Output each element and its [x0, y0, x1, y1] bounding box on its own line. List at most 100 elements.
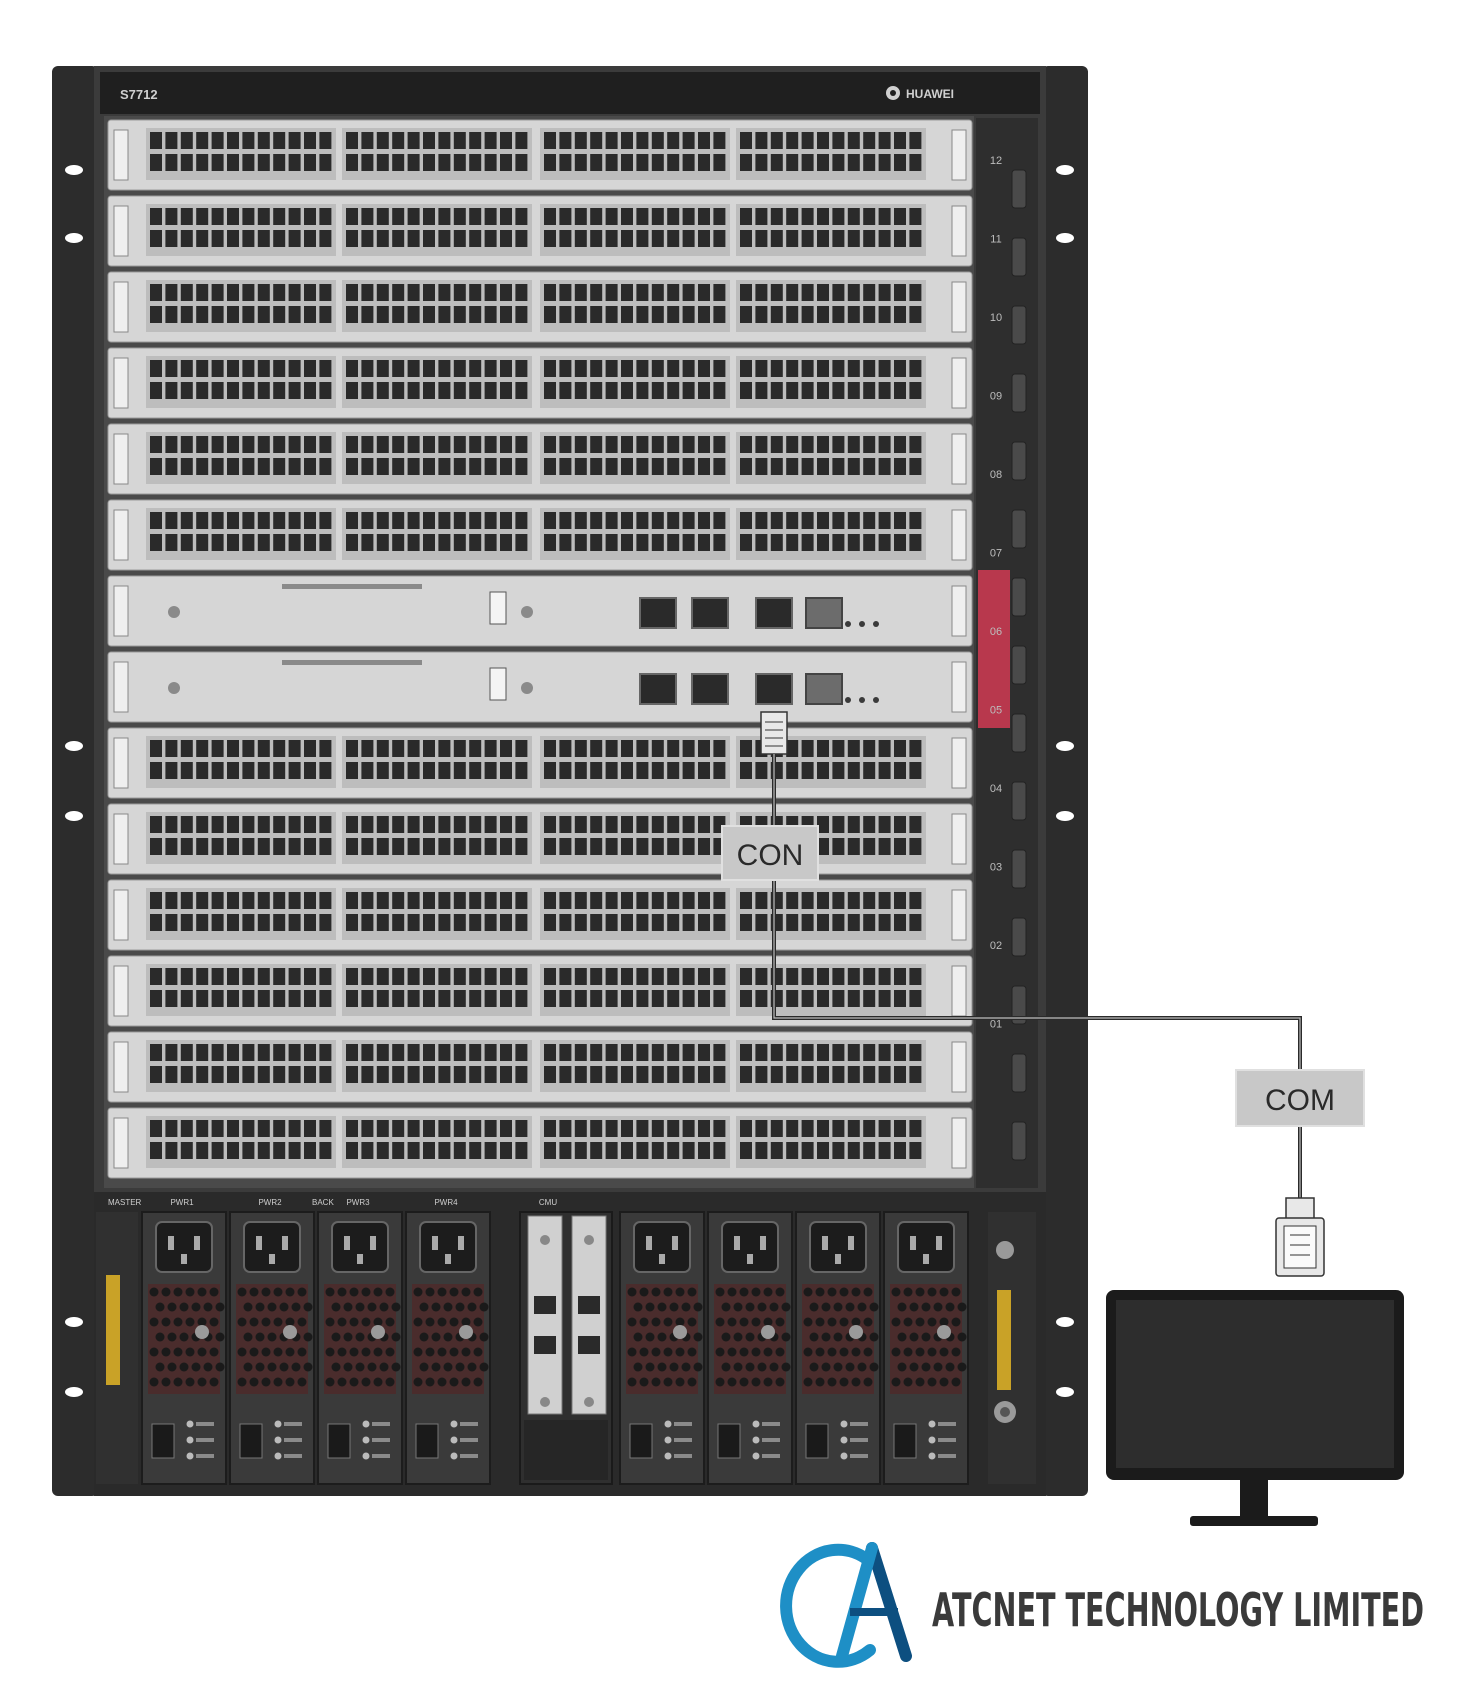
- port-icon: [559, 838, 572, 855]
- port-icon: [438, 914, 451, 931]
- screw-icon: [168, 606, 180, 618]
- port-icon: [770, 306, 783, 323]
- line-card: [107, 119, 973, 191]
- grille-hole: [349, 1317, 359, 1327]
- port-icon: [257, 360, 270, 377]
- port-icon: [165, 914, 178, 931]
- grille-hole: [715, 1347, 725, 1357]
- psu-led-label: [674, 1422, 692, 1426]
- ac-inlet-icon: [897, 1221, 955, 1273]
- port-icon: [423, 762, 435, 779]
- grille-hole: [863, 1377, 873, 1387]
- port-icon: [667, 816, 680, 833]
- line-card: [107, 499, 973, 571]
- port-icon: [423, 838, 435, 855]
- grille-hole: [687, 1317, 697, 1327]
- port-icon: [574, 382, 587, 399]
- psu-led-icon: [752, 1452, 760, 1460]
- port-icon: [651, 154, 664, 171]
- psu-led-icon: [928, 1436, 936, 1444]
- grille-hole: [467, 1302, 477, 1312]
- ejector-left: [113, 889, 129, 941]
- inlet-pin: [432, 1236, 438, 1250]
- grille-hole: [915, 1347, 925, 1357]
- line-card: [107, 423, 973, 495]
- port-icon: [484, 892, 497, 909]
- grille-hole: [945, 1362, 955, 1372]
- port-icon: [453, 1044, 466, 1061]
- port-icon: [484, 990, 497, 1007]
- port-icon: [273, 512, 286, 529]
- port-icon: [227, 284, 239, 301]
- grille-hole: [957, 1362, 967, 1372]
- led-icon: [845, 621, 851, 627]
- port-icon: [770, 512, 783, 529]
- port-icon: [590, 382, 603, 399]
- port-icon: [242, 132, 255, 149]
- port-icon: [682, 914, 695, 931]
- grille-hole: [361, 1377, 371, 1387]
- slot-lever: [1011, 577, 1027, 617]
- port-icon: [651, 306, 664, 323]
- port-icon: [484, 132, 497, 149]
- port-icon: [682, 306, 695, 323]
- port-icon: [346, 1066, 358, 1083]
- port-icon: [909, 1120, 922, 1137]
- grille-hole: [325, 1317, 335, 1327]
- power-switch-icon: [805, 1423, 829, 1459]
- port-icon: [605, 284, 618, 301]
- slot-number: 10: [990, 312, 1002, 324]
- slot-lever: [1011, 985, 1027, 1025]
- port-icon: [740, 382, 752, 399]
- ejector-left: [113, 281, 129, 333]
- port-icon: [288, 382, 301, 399]
- grille-hole: [385, 1287, 395, 1297]
- port-icon: [651, 534, 664, 551]
- port-icon: [894, 914, 906, 931]
- port-icon: [817, 1066, 829, 1083]
- port-icon: [211, 1066, 224, 1083]
- port-icon: [698, 1066, 710, 1083]
- port-icon: [574, 740, 587, 757]
- port-icon: [515, 436, 528, 453]
- grille-hole: [857, 1362, 867, 1372]
- port-icon: [242, 436, 255, 453]
- screw-icon: [521, 606, 533, 618]
- port-icon: [590, 208, 603, 225]
- grille-hole: [255, 1362, 265, 1372]
- port-icon: [500, 1120, 512, 1137]
- port-icon: [180, 436, 193, 453]
- port-icon: [180, 740, 193, 757]
- grille-hole: [869, 1332, 879, 1342]
- port-icon: [832, 284, 845, 301]
- port-icon: [361, 132, 374, 149]
- port-icon: [667, 230, 680, 247]
- port-icon: [515, 838, 528, 855]
- port-icon: [392, 360, 405, 377]
- port-icon: [651, 1120, 664, 1137]
- grille-hole: [297, 1347, 307, 1357]
- port-icon: [755, 360, 768, 377]
- port-icon: [346, 990, 358, 1007]
- grille-hole: [687, 1347, 697, 1357]
- grille-hole: [639, 1377, 649, 1387]
- port-icon: [242, 838, 255, 855]
- port-icon: [438, 1120, 451, 1137]
- port-icon: [651, 360, 664, 377]
- port-icon: [438, 154, 451, 171]
- port-icon: [786, 436, 799, 453]
- port-icon: [150, 1066, 162, 1083]
- port-icon: [740, 1120, 752, 1137]
- port-icon: [863, 132, 876, 149]
- power-label: PWR2: [258, 1198, 282, 1207]
- grille-hole: [343, 1362, 353, 1372]
- ejector-left: [113, 813, 129, 865]
- port-icon: [832, 1066, 845, 1083]
- port-icon: [574, 284, 587, 301]
- port-icon: [713, 284, 726, 301]
- psu-led-label: [762, 1454, 780, 1458]
- port-icon: [484, 914, 497, 931]
- port-icon: [392, 1142, 405, 1159]
- grille-hole: [921, 1302, 931, 1312]
